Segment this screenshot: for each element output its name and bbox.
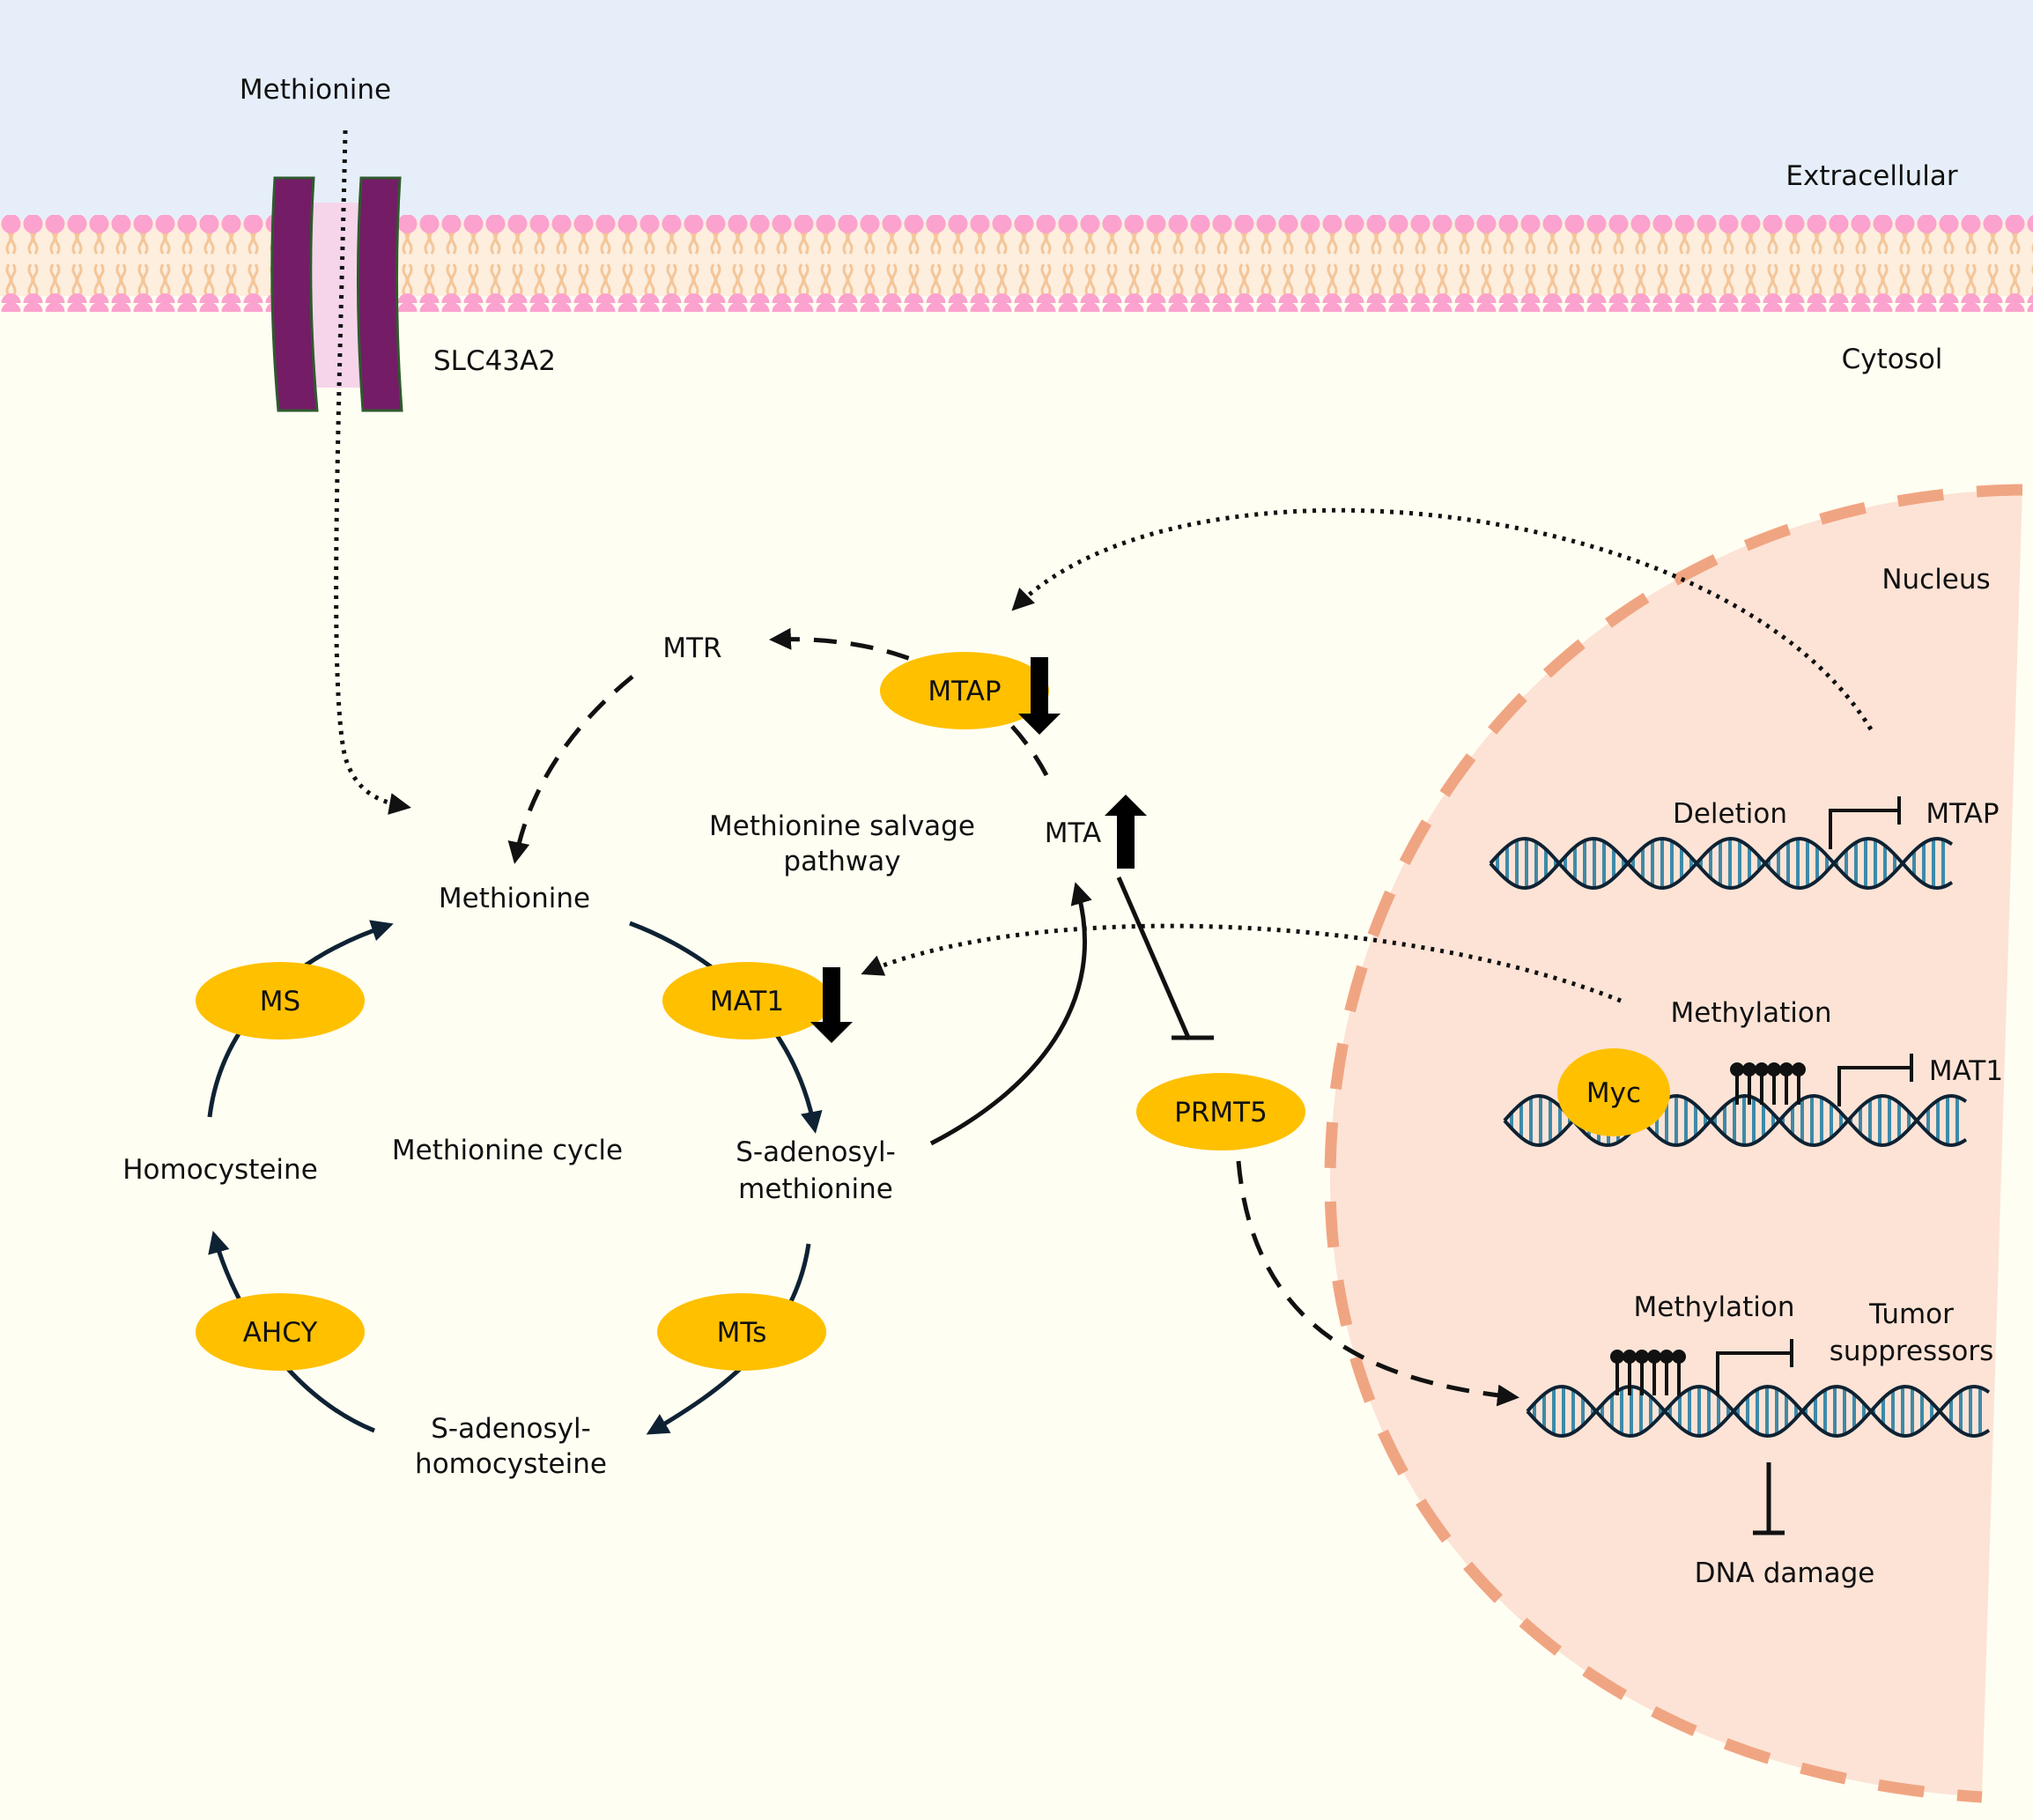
promoter-inhibition-mat1 — [1837, 1054, 1913, 1106]
myc-factor: Myc — [1557, 1048, 1670, 1136]
methyl-group-icon — [1610, 1350, 1686, 1395]
nucleus-label: Nucleus — [1881, 564, 1990, 596]
svg-text:AHCY: AHCY — [243, 1317, 318, 1349]
deletion-label: Deletion — [1673, 798, 1787, 830]
sah-label-line1: S-adenosyl- — [431, 1413, 591, 1445]
methionine-import-arrow — [334, 129, 411, 815]
salvage-title-line1: Methionine salvage — [709, 810, 975, 842]
prmt5-to-nucleus-arrow — [1236, 1160, 1519, 1407]
sam-to-mta-arrow — [929, 882, 1092, 1146]
homocysteine-label: Homocysteine — [122, 1154, 318, 1186]
enzyme-mtap: MTAP — [880, 652, 1049, 729]
methyl-group-icon — [1730, 1062, 1806, 1105]
down-arrow-icon — [810, 967, 853, 1043]
methylation-label-tumor: Methylation — [1634, 1291, 1795, 1323]
enzyme-prmt5: PRMT5 — [1136, 1073, 1305, 1150]
enzyme-mts: MTs — [657, 1293, 826, 1371]
tumor-suppressors-line1: Tumor — [1868, 1298, 1954, 1330]
enzyme-mat1: MAT1 — [662, 962, 832, 1039]
mtap-gene-label: MTAP — [1926, 798, 1999, 830]
methionine-cycle-title: Methionine cycle — [392, 1135, 623, 1166]
enzyme-ahcy: AHCY — [196, 1293, 365, 1371]
cytosol-label: Cytosol — [1842, 344, 1943, 375]
svg-text:PRMT5: PRMT5 — [1174, 1097, 1268, 1128]
salvage-title-line2: pathway — [783, 846, 900, 877]
mta-label: MTA — [1045, 818, 1101, 849]
dna-helix-icon — [1489, 836, 1954, 891]
down-arrow-icon — [1018, 657, 1061, 735]
slc43a2-transporter — [270, 176, 403, 412]
extracellular-methionine-label: Methionine — [240, 74, 391, 106]
sam-label-line1: S-adenosyl- — [736, 1136, 896, 1168]
dna-damage-label: DNA damage — [1695, 1557, 1875, 1589]
inhibition-icon — [1116, 877, 1214, 1040]
methionine-label: Methionine — [439, 883, 590, 914]
extracellular-label: Extracellular — [1785, 160, 1957, 192]
promoter-inhibition-mtap — [1829, 796, 1901, 849]
extracellular-region — [0, 0, 2033, 220]
dna-damage-inhibition — [1753, 1462, 1785, 1535]
salvage-pathway-arrows — [507, 627, 1049, 864]
up-arrow-icon — [1105, 795, 1147, 869]
svg-text:MS: MS — [260, 986, 300, 1017]
sah-label-line2: homocysteine — [415, 1448, 607, 1480]
tumor-suppressors-line2: suppressors — [1830, 1335, 1993, 1367]
sam-label-line2: methionine — [738, 1173, 893, 1205]
mat1-gene-label: MAT1 — [1929, 1055, 2003, 1087]
mtap-deletion-arrow — [1011, 507, 1874, 731]
svg-text:MTs: MTs — [717, 1317, 767, 1349]
methylation-label-mat1: Methylation — [1671, 997, 1832, 1029]
dna-helix-icon — [1526, 1384, 1991, 1439]
promoter-inhibition-tumor-suppressors — [1716, 1339, 1793, 1395]
mtr-label: MTR — [662, 633, 721, 664]
svg-text:Myc: Myc — [1586, 1077, 1641, 1109]
slc43a2-label: SLC43A2 — [433, 345, 556, 377]
enzyme-ms: MS — [196, 962, 365, 1039]
svg-text:MTAP: MTAP — [928, 676, 1001, 707]
svg-text:MAT1: MAT1 — [710, 986, 784, 1017]
mat1-methylation-arrow — [861, 923, 1622, 1003]
